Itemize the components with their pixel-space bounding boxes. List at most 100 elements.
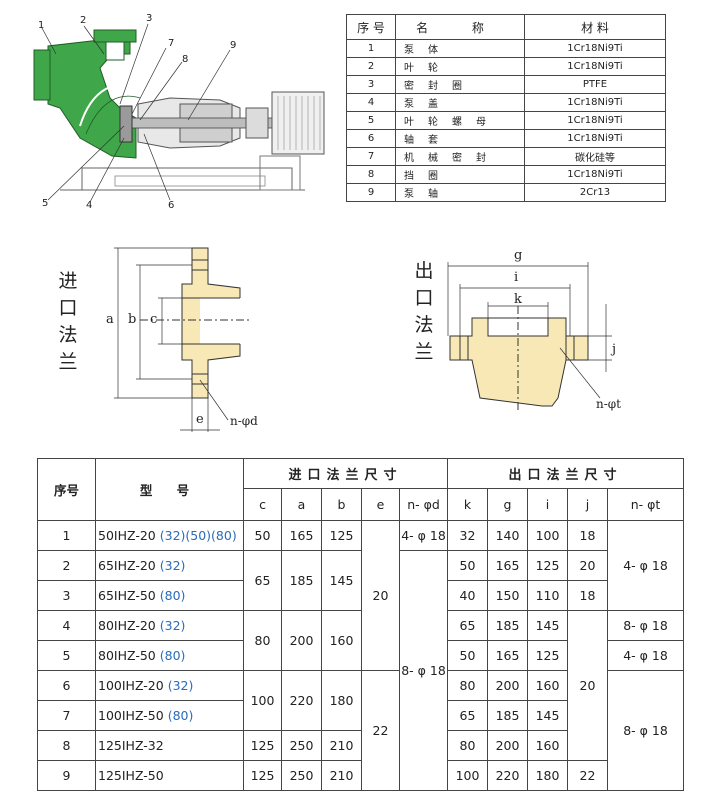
row-no: 7	[37, 700, 96, 731]
callout-8: 8	[182, 54, 189, 65]
inlet-title-char: 口	[58, 297, 78, 319]
outlet-flange-drawing	[447, 262, 612, 413]
row-model: 65IHZ-20 (32)	[95, 550, 244, 581]
table-row: 6 100IHZ-20 (32) 100 220 180 22 80 200 1…	[37, 670, 684, 791]
cell-b: 210	[321, 730, 362, 761]
col-c: c	[243, 488, 282, 521]
cell-k: 65	[447, 610, 488, 641]
cell-g: 220	[487, 760, 528, 791]
part-no: 5	[346, 111, 396, 130]
part-no: 8	[346, 165, 396, 184]
outlet-dim-i: i	[514, 270, 519, 285]
outlet-flange-title: 出 口 法 兰	[412, 258, 436, 366]
callout-3: 3	[146, 13, 153, 24]
cell-g: 185	[487, 610, 528, 641]
model-variants: (80)	[167, 708, 194, 723]
cell-a: 250	[281, 760, 322, 791]
part-name: 密封圈	[395, 75, 525, 94]
part-material: 1Cr18Ni9Ti	[524, 129, 666, 148]
model-name: 80IHZ-20	[98, 618, 160, 633]
cell-nd: 8- φ 18	[399, 550, 448, 791]
cell-b: 145	[321, 550, 362, 611]
cell-b: 160	[321, 610, 362, 671]
part-no: 9	[346, 183, 396, 202]
inlet-flange-header: 进口法兰尺寸	[243, 458, 448, 489]
cell-k: 50	[447, 640, 488, 671]
table-row: 8 125IHZ-32 125 250 210 80 200 160	[37, 730, 684, 761]
cell-k: 100	[447, 760, 488, 791]
part-name: 泵盖	[395, 93, 525, 112]
pump-cross-section-drawing	[33, 23, 325, 203]
cell-nd: 4- φ 18	[399, 520, 448, 551]
row-no: 6	[37, 670, 96, 701]
part-material: 2Cr13	[524, 183, 666, 202]
inlet-flange-drawing	[114, 247, 250, 432]
cell-i: 160	[527, 730, 568, 761]
part-no: 4	[346, 93, 396, 112]
part-name: 叶轮	[395, 57, 525, 76]
outlet-dim-j: j	[612, 342, 617, 357]
part-name: 泵体	[395, 39, 525, 58]
cell-nt: 4- φ 18	[607, 640, 684, 671]
col-nt: n- φt	[607, 488, 684, 521]
callout-4: 4	[86, 200, 93, 211]
row-no: 3	[37, 580, 96, 611]
col-i: i	[527, 488, 568, 521]
cell-i: 125	[527, 640, 568, 671]
callout-6: 6	[168, 200, 175, 211]
outlet-dim-nt: n-φt	[596, 397, 622, 411]
table-row: 2 65IHZ-20 (32) 65 185 145 8- φ 18 50 16…	[37, 550, 684, 791]
cell-i: 100	[527, 520, 568, 551]
col-g: g	[487, 488, 528, 521]
cell-a: 185	[281, 550, 322, 611]
cell-b: 180	[321, 670, 362, 731]
cell-i: 125	[527, 550, 568, 581]
callout-2: 2	[80, 15, 87, 26]
cell-c: 125	[243, 760, 282, 791]
cell-g: 165	[487, 640, 528, 671]
model-variants: (32)	[167, 678, 194, 693]
model-variants: (32)(50)(80)	[159, 528, 237, 543]
cell-g: 185	[487, 700, 528, 731]
col-a: a	[281, 488, 322, 521]
cell-b: 210	[321, 760, 362, 791]
cell-nt: 8- φ 18	[607, 610, 684, 641]
part-material: 1Cr18Ni9Ti	[524, 165, 666, 184]
cell-k: 80	[447, 670, 488, 701]
row-model: 80IHZ-20 (32)	[95, 610, 244, 641]
header-name: 名 称	[395, 14, 525, 40]
row-model: 50IHZ-20 (32)(50)(80)	[95, 520, 244, 551]
row-model: 125IHZ-32	[95, 730, 244, 761]
cell-j: 18	[567, 580, 608, 611]
inlet-dim-a: a	[106, 312, 114, 327]
cell-k: 40	[447, 580, 488, 611]
part-no: 7	[346, 147, 396, 166]
outlet-title-char: 法	[414, 314, 434, 336]
callout-1: 1	[38, 20, 45, 31]
cell-e: 20	[361, 520, 400, 671]
model-variants: (80)	[159, 588, 186, 603]
cell-k: 50	[447, 550, 488, 581]
col-b: b	[321, 488, 362, 521]
model-name: 125IHZ-32	[98, 738, 164, 753]
cell-g: 150	[487, 580, 528, 611]
model-name: 50IHZ-20	[98, 528, 160, 543]
row-no: 9	[37, 760, 96, 791]
cell-i: 145	[527, 700, 568, 731]
cell-b: 125	[321, 520, 362, 551]
inlet-dim-c: c	[150, 312, 158, 327]
inlet-dim-e: e	[196, 412, 204, 427]
part-name: 机械密封	[395, 147, 525, 166]
part-material: 1Cr18Ni9Ti	[524, 57, 666, 76]
cell-nt: 4- φ 18	[607, 520, 684, 611]
row-model: 100IHZ-20 (32)	[95, 670, 244, 701]
callout-5: 5	[42, 198, 49, 209]
cell-a: 165	[281, 520, 322, 551]
inlet-title-char: 法	[58, 324, 78, 346]
cell-c: 125	[243, 730, 282, 761]
